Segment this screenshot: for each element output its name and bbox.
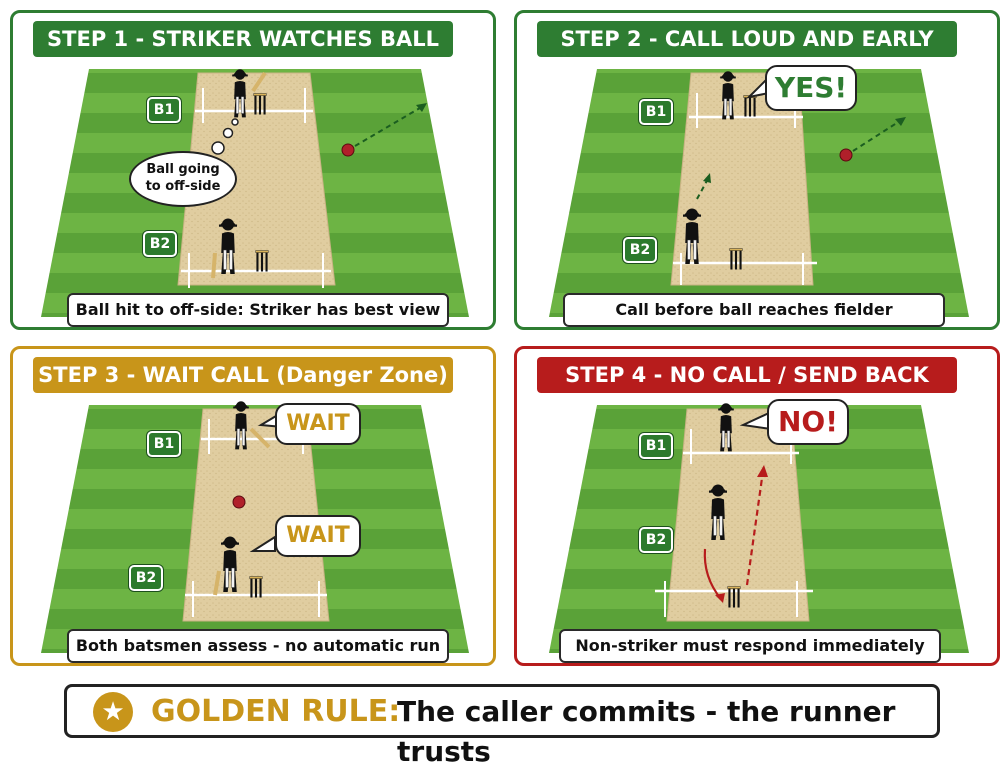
step-4-field — [549, 403, 969, 653]
wait-bubble-b2: WAIT — [275, 515, 361, 557]
stumps-icon — [255, 250, 269, 272]
call-bubble-no: NO! — [767, 399, 849, 445]
b2-label: B2 — [129, 565, 163, 591]
golden-rule-label: GOLDEN RULE: — [151, 694, 401, 729]
step-1-title: STEP 1 - STRIKER WATCHES BALL — [33, 21, 453, 57]
call-text: WAIT — [286, 411, 350, 436]
stumps-icon — [729, 248, 743, 270]
call-text: NO! — [777, 405, 838, 438]
ball-icon — [341, 143, 355, 157]
step-2-title: STEP 2 - CALL LOUD AND EARLY — [537, 21, 957, 57]
stumps-icon — [743, 95, 757, 117]
b1-label: B1 — [147, 431, 181, 457]
thought-bubble: Ball going to off-side — [129, 151, 237, 207]
star-icon: ★ — [93, 692, 133, 732]
b2-label: B2 — [143, 231, 177, 257]
b2-label: B2 — [639, 527, 673, 553]
step-2-panel: STEP 2 - CALL LOUD AND EARLY B1 B2 YES! … — [514, 10, 1000, 330]
thought-text: Ball going to off-side — [145, 162, 221, 194]
step-3-title: STEP 3 - WAIT CALL (Danger Zone) — [33, 357, 453, 393]
step-4-title: STEP 4 - NO CALL / SEND BACK — [537, 357, 957, 393]
b2-label: B2 — [623, 237, 657, 263]
call-text: WAIT — [286, 523, 350, 548]
step-1-caption: Ball hit to off-side: Striker has best v… — [67, 293, 449, 327]
step-2-caption: Call before ball reaches fielder — [563, 293, 945, 327]
ball-icon — [839, 148, 853, 162]
call-text: YES! — [774, 71, 848, 104]
step-1-panel: STEP 1 - STRIKER WATCHES BALL B1 B2 Ball… — [10, 10, 496, 330]
golden-rule-text: The caller commits - the runner trusts — [397, 695, 896, 768]
step-4-caption: Non-striker must respond immediately — [559, 629, 941, 663]
step-3-caption: Both batsmen assess - no automatic run — [67, 629, 449, 663]
stumps-icon — [727, 586, 741, 608]
step-2-field — [549, 69, 969, 317]
step-4-panel: STEP 4 - NO CALL / SEND BACK B1 B2 NO! N… — [514, 346, 1000, 666]
stumps-icon — [249, 576, 263, 598]
step-3-panel: STEP 3 - WAIT CALL (Danger Zone) B1 B2 W… — [10, 346, 496, 666]
call-bubble-yes: YES! — [765, 65, 857, 111]
wait-bubble-b1: WAIT — [275, 403, 361, 445]
b1-label: B1 — [147, 97, 181, 123]
stumps-icon — [253, 93, 267, 115]
step-3-field — [41, 401, 469, 653]
b1-label: B1 — [639, 433, 673, 459]
golden-rule-banner: ★ GOLDEN RULE: The caller commits - the … — [64, 684, 940, 768]
ball-icon — [232, 495, 246, 509]
b1-label: B1 — [639, 99, 673, 125]
step-1-field — [41, 69, 469, 317]
